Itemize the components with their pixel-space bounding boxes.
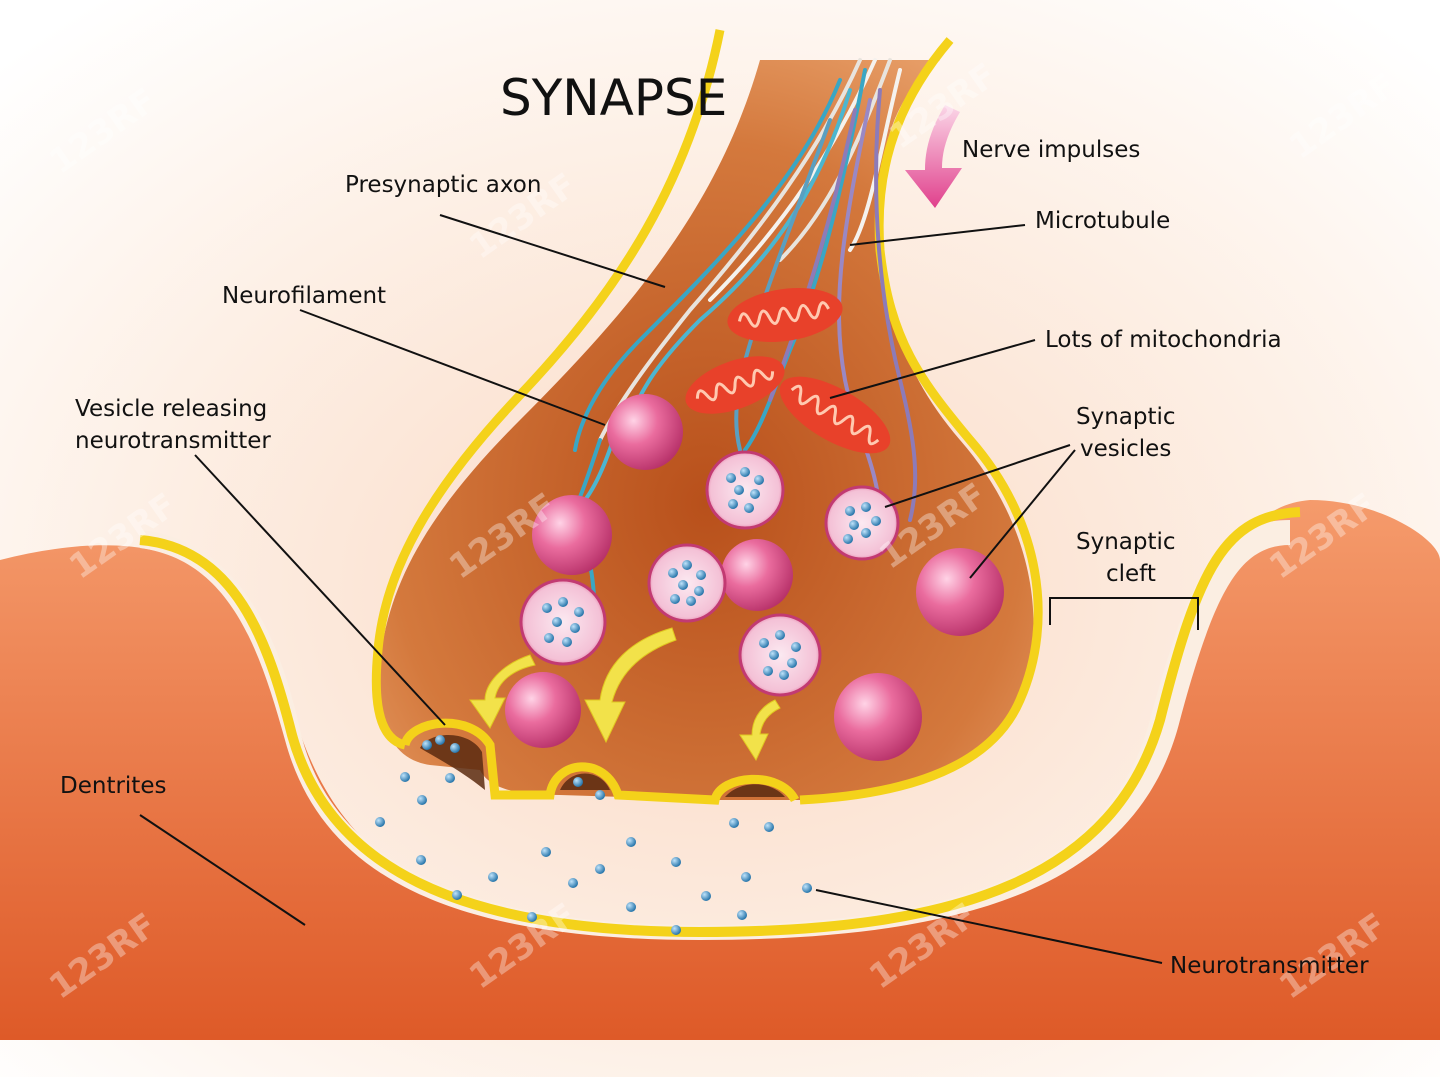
dendrite-shape xyxy=(0,500,1440,1040)
label-dentrites: Dentrites xyxy=(60,773,166,799)
mitochondria xyxy=(685,288,891,454)
label-microtubule: Microtubule xyxy=(1035,208,1170,234)
label-neurofilament: Neurofilament xyxy=(222,283,386,309)
label-mitochondria: Lots of mitochondria xyxy=(1045,327,1282,353)
label-neurotransmitter: Neurotransmitter xyxy=(1170,953,1369,979)
synaptic-vesicles xyxy=(505,394,1004,761)
leader-presynaptic-axon xyxy=(439,214,666,288)
leader-vesicles-b xyxy=(969,449,1076,579)
label-synaptic-vesicles-line1: Synaptic xyxy=(1076,404,1176,430)
label-synaptic-cleft-line1: Synaptic xyxy=(1076,529,1176,555)
leader-dentrites xyxy=(139,814,306,926)
leader-vesicle-releasing xyxy=(194,454,446,726)
presynaptic-membrane-right xyxy=(799,37,1043,805)
leader-neurotransmitter xyxy=(815,889,1163,964)
neurotransmitter-dots xyxy=(375,772,812,935)
label-synaptic-vesicles-line2: vesicles xyxy=(1080,436,1171,462)
label-presynaptic-axon: Presynaptic axon xyxy=(345,172,541,198)
diagram-title: SYNAPSE xyxy=(500,69,727,127)
release-arrows xyxy=(469,627,781,762)
postsynaptic-membrane xyxy=(139,507,1301,938)
nerve-impulse-arrow xyxy=(905,105,962,208)
leader-microtubule xyxy=(849,224,1026,246)
label-synaptic-cleft-line2: cleft xyxy=(1106,561,1156,587)
release-sites xyxy=(400,718,800,805)
leader-vesicles-a xyxy=(884,444,1071,508)
loaded-vesicles xyxy=(519,450,900,697)
label-vesicle-releasing-line1: Vesicle releasing xyxy=(75,396,267,422)
leader-mitochondria xyxy=(829,339,1036,399)
leader-lines xyxy=(139,214,1163,964)
label-nerve-impulses: Nerve impulses xyxy=(962,137,1140,163)
label-vesicle-releasing-line2: neurotransmitter xyxy=(75,428,271,454)
leader-neurofilament xyxy=(299,309,606,426)
synaptic-cleft-bracket xyxy=(1049,597,1199,630)
presynaptic-membrane xyxy=(371,29,725,750)
